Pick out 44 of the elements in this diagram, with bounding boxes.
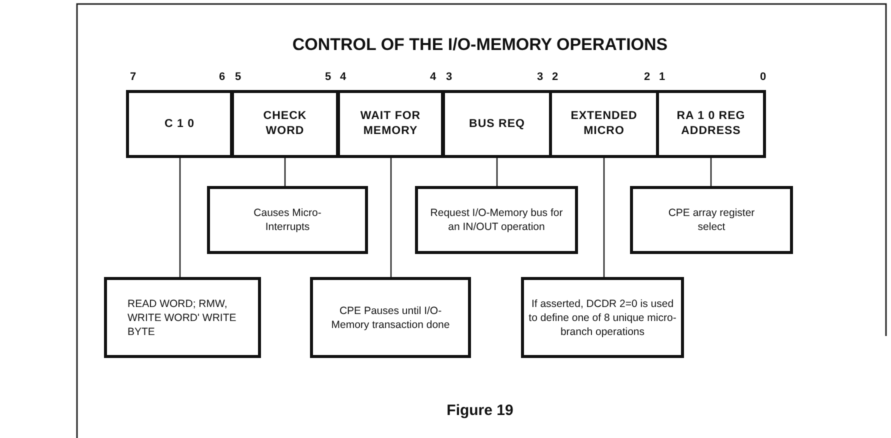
connector-line [496, 158, 498, 186]
register-field-box [231, 90, 339, 158]
bit-number: 4 [430, 71, 436, 83]
connector-line [603, 158, 605, 277]
box-text: CHECK WORD [262, 109, 308, 139]
description-box [415, 186, 578, 254]
bit-number: 1 [659, 71, 666, 83]
description-box [521, 277, 684, 358]
box-text: Request I/O-Memory bus for an IN/OUT operation [429, 206, 564, 234]
figure-caption: Figure 19 [446, 402, 514, 419]
connector-line [179, 158, 181, 277]
description-box [207, 186, 368, 254]
bit-number: 2 [644, 71, 650, 83]
bit-number: 3 [537, 71, 544, 83]
box-text: Causes Micro-Interrupts [252, 206, 322, 234]
bit-number: 5 [235, 71, 242, 83]
bit-number: 7 [130, 71, 136, 83]
box-text: RA 1 0 REG ADDRESS [676, 109, 746, 139]
bit-number: 6 [219, 71, 226, 83]
register-field-box [337, 90, 444, 158]
box-text: C 1 0 [164, 116, 194, 132]
description-box [630, 186, 793, 254]
connector-line [390, 158, 392, 277]
connector-line [710, 158, 712, 186]
box-text: WAIT FOR MEMORY [359, 109, 422, 139]
bit-number: 2 [552, 71, 558, 83]
register-field-box [549, 90, 659, 158]
box-text: CPE Pauses until I/O-Memory transaction done [330, 304, 451, 332]
bit-number: 4 [340, 71, 346, 83]
box-text: If asserted, DCDR 2=0 is used to define one of 8 unique micro-branch operations [528, 296, 678, 338]
register-field-box [126, 90, 233, 158]
box-text: BUS REQ [469, 116, 525, 132]
diagram-title: CONTROL OF THE I/O-MEMORY OPERATIONS [291, 35, 669, 55]
description-box [104, 277, 261, 358]
register-field-box [656, 90, 766, 158]
description-box [310, 277, 471, 358]
bit-number: 0 [760, 71, 766, 83]
box-text: EXTENDED MICRO [570, 109, 638, 139]
register-field-box [442, 90, 552, 158]
connector-line [284, 158, 286, 186]
bit-number: 3 [446, 71, 452, 83]
box-text: READ WORD; RMW, WRITE WORD' WRITE BYTE [128, 296, 238, 338]
box-text: CPE array register select [667, 206, 756, 234]
bit-number: 5 [325, 71, 332, 83]
